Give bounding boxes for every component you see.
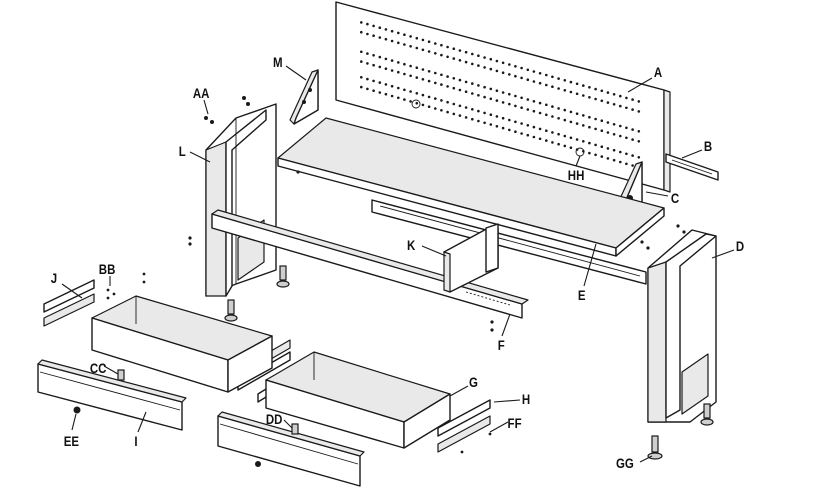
left-leg-frame: [205, 103, 277, 297]
label-h: H: [522, 391, 530, 407]
left-drawer-box: [91, 295, 273, 393]
gusset-bracket-m: [289, 69, 319, 125]
label-d: D: [736, 238, 744, 254]
label-c: C: [671, 190, 679, 206]
label-g: G: [469, 374, 478, 390]
label-b: B: [704, 138, 712, 154]
label-dd: DD: [266, 411, 283, 427]
rear-rail: [371, 199, 647, 285]
callout-labels: A B C D E F G H I J K L M AA BB CC DD EE…: [51, 54, 745, 471]
label-gg: GG: [616, 455, 634, 471]
label-ff: FF: [508, 415, 522, 431]
worktop: [277, 117, 665, 257]
label-j: J: [51, 270, 57, 286]
leveling-feet: [224, 265, 714, 460]
label-l: L: [179, 143, 186, 159]
right-leg-frame: [647, 229, 717, 423]
label-ee: EE: [64, 433, 80, 449]
side-rail-b: [665, 153, 719, 181]
hardware-parts: [73, 96, 686, 467]
right-drawer-box: [265, 351, 451, 449]
drawer-slides-h: [437, 399, 491, 453]
label-bb: BB: [99, 261, 116, 277]
label-hh: HH: [568, 167, 585, 183]
label-i: I: [134, 433, 137, 449]
drawer-front-left: [37, 359, 187, 431]
label-a: A: [654, 64, 662, 80]
pegboard-panel: [335, 1, 671, 193]
drawer-front-right: [217, 411, 365, 487]
label-f: F: [498, 337, 505, 353]
drawer-bracket-k: [443, 223, 499, 293]
pegboard-holes: [360, 21, 641, 169]
label-m: M: [273, 54, 283, 70]
label-e: E: [578, 287, 586, 303]
label-k: K: [407, 237, 416, 253]
label-aa: AA: [193, 85, 210, 101]
label-cc: CC: [90, 360, 107, 376]
leader-lines: [61, 65, 735, 463]
